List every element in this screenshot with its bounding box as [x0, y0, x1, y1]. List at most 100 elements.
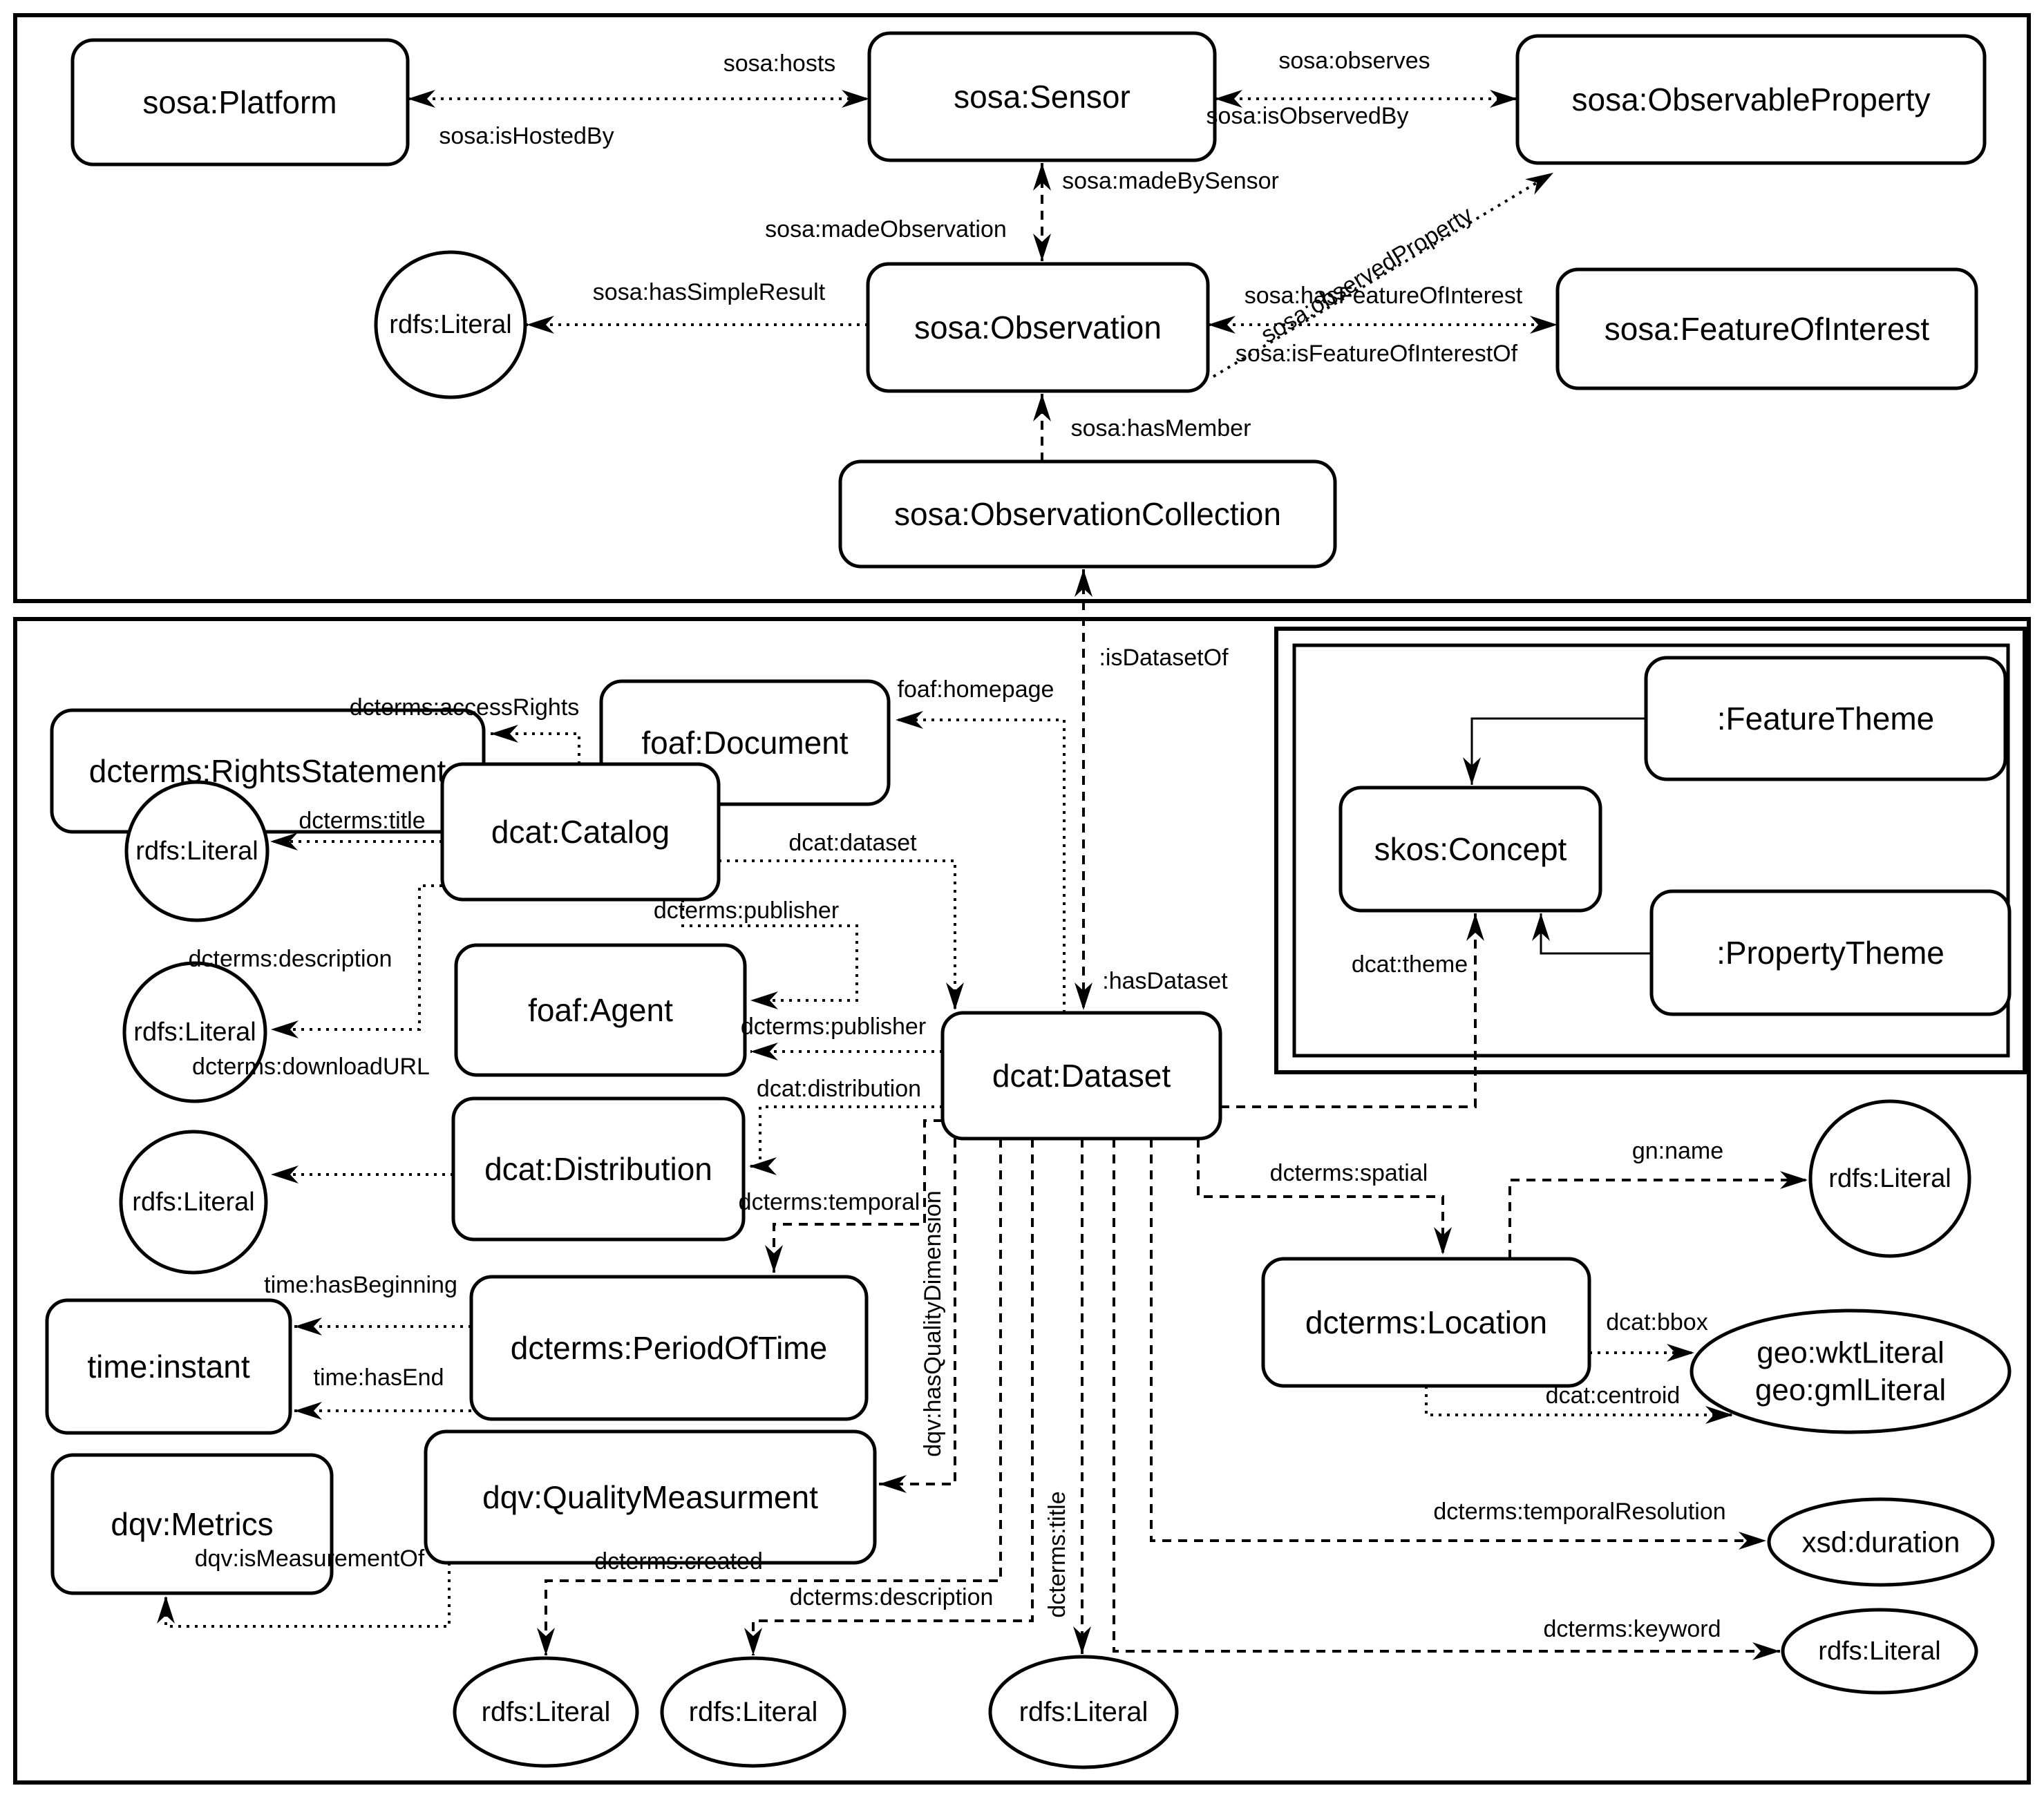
node-xsd-duration: xsd:duration — [1767, 1497, 1995, 1587]
node-dcterms-location: dcterms:Location — [1261, 1257, 1591, 1388]
node-label-dataset: dcat:Dataset — [992, 1058, 1171, 1094]
sosa-section-box — [13, 13, 2031, 603]
edge-label-has-simple-result: sosa:hasSimpleResult — [593, 279, 826, 305]
node-label-literal-catalog-description: rdfs:Literal — [133, 1018, 256, 1047]
edge-labels-layer: sosa:hosts sosa:isHostedBy sosa:observes… — [189, 48, 1726, 1642]
edge-label-is-feature-of-interest-of: sosa:isFeatureOfInterestOf — [1236, 341, 1518, 367]
edge-propertyTheme-concept — [1532, 913, 1652, 955]
node-label-platform: sosa:Platform — [142, 84, 337, 120]
node-label-location: dcterms:Location — [1305, 1304, 1547, 1340]
edge-temporalResolution — [1150, 1139, 1766, 1550]
edge-label-homepage: foaf:homepage — [898, 676, 1054, 703]
edge-label-has-beginning: time:hasBeginning — [264, 1272, 457, 1298]
dcat-section-box — [13, 617, 2031, 1785]
node-dcat-catalog: dcat:Catalog — [440, 762, 721, 902]
node-literal-download-url: rdfs:Literal — [119, 1130, 268, 1275]
edge-label-title-dataset: dcterms:title — [1044, 1491, 1070, 1617]
node-label-catalog: dcat:Catalog — [491, 814, 670, 850]
node-label-skos-concept: skos:Concept — [1374, 831, 1567, 867]
node-period-of-time: dcterms:PeriodOfTime — [469, 1275, 869, 1421]
node-geo-literal: geo:wktLiteral geo:gmlLiteral — [1690, 1309, 2012, 1434]
edge-label-has-dataset: :hasDataset — [1102, 968, 1228, 994]
node-label-time-instant: time:instant — [87, 1349, 249, 1385]
node-label-literal-created: rdfs:Literal — [482, 1697, 611, 1727]
edge-centroid — [1425, 1386, 1733, 1424]
node-sosa-platform: sosa:Platform — [70, 38, 410, 167]
node-property-theme: :PropertyTheme — [1649, 889, 2012, 1016]
edge-label-has-feature-of-interest: sosa:hasFeatureOfInterest — [1245, 283, 1523, 309]
edge-label-dcat-distribution: dcat:distribution — [757, 1076, 921, 1102]
edge-label-keyword: dcterms:keyword — [1544, 1616, 1721, 1642]
node-label-literal-keyword: rdfs:Literal — [1818, 1637, 1940, 1666]
node-literal-created: rdfs:Literal — [453, 1656, 639, 1768]
edge-theme — [1220, 913, 1484, 1108]
node-label-observable-property: sosa:ObservableProperty — [1571, 82, 1930, 117]
edge-publisher-catalog — [681, 900, 858, 1009]
edge-label-is-measurement-of: dqv:isMeasurementOf — [195, 1546, 425, 1572]
node-label-feature-of-interest: sosa:FeatureOfInterest — [1605, 311, 1930, 347]
node-literal-gn-name: rdfs:Literal — [1808, 1099, 1971, 1258]
edge-label-has-quality-dimension: dqv:hasQualityDimension — [920, 1190, 946, 1457]
node-foaf-agent: foaf:Agent — [454, 943, 747, 1077]
node-label-property-theme: :PropertyTheme — [1716, 935, 1944, 971]
edge-label-is-observed-by: sosa:isObservedBy — [1206, 103, 1409, 129]
edge-label-hosts: sosa:hosts — [723, 50, 836, 77]
node-dqv-quality-measurment: dqv:QualityMeasurment — [424, 1429, 877, 1565]
node-sosa-sensor: sosa:Sensor — [867, 31, 1217, 162]
edge-created — [537, 1139, 1002, 1655]
node-sosa-observable-property: sosa:ObservableProperty — [1515, 34, 1987, 165]
node-sosa-observation-collection: sosa:ObservationCollection — [838, 459, 1337, 569]
edge-label-centroid: dcat:centroid — [1546, 1382, 1681, 1409]
nodes-layer: sosa:Platform sosa:Sensor sosa:Observabl… — [45, 31, 2012, 1769]
edge-label-is-dataset-of: :isDatasetOf — [1099, 645, 1229, 671]
node-label-observation: sosa:Observation — [914, 310, 1162, 345]
edge-label-bbox: dcat:bbox — [1606, 1309, 1707, 1335]
themes-section-box-outer — [1274, 627, 2027, 1074]
edge-label-catalog-description: dcterms:description — [189, 946, 392, 972]
node-label-xsd-duration: xsd:duration — [1802, 1526, 1960, 1559]
edge-featureTheme-concept — [1463, 717, 1646, 785]
edge-label-made-observation: sosa:madeObservation — [765, 216, 1007, 243]
edge-label-spatial: dcterms:spatial — [1270, 1160, 1428, 1186]
edge-homepage — [896, 711, 1066, 1013]
node-skos-concept: skos:Concept — [1338, 786, 1602, 913]
node-label-literal-simple-result: rdfs:Literal — [389, 310, 511, 339]
edge-label-gn-name: gn:name — [1632, 1138, 1723, 1164]
node-time-instant: time:instant — [45, 1298, 292, 1435]
edge-label-access-rights: dcterms:accessRights — [350, 694, 580, 721]
node-literal-keyword: rdfs:Literal — [1781, 1608, 1978, 1695]
edge-label-has-end: time:hasEnd — [314, 1365, 444, 1391]
edge-label-observed-property: sosa:observedProperty — [1256, 202, 1477, 349]
edge-description-dataset — [744, 1139, 1034, 1655]
node-literal-catalog-title: rdfs:Literal — [124, 780, 269, 922]
node-label-literal-gn-name: rdfs:Literal — [1828, 1164, 1951, 1193]
edge-spatial — [1197, 1139, 1452, 1255]
node-literal-simple-result: rdfs:Literal — [374, 250, 527, 399]
edge-label-theme: dcat:theme — [1352, 951, 1468, 978]
node-label-literal-description: rdfs:Literal — [689, 1697, 818, 1727]
node-label-quality-measurment: dqv:QualityMeasurment — [482, 1479, 818, 1515]
edge-label-has-member: sosa:hasMember — [1071, 415, 1251, 441]
node-sosa-observation: sosa:Observation — [866, 262, 1210, 393]
edge-gn-name — [1508, 1171, 1808, 1259]
edge-label-publisher-dataset: dcterms:publisher — [741, 1014, 926, 1040]
edge-label-description-dataset: dcterms:description — [790, 1584, 994, 1610]
edge-label-is-hosted-by: sosa:isHostedBy — [439, 123, 614, 149]
edge-label-temporal: dcterms:temporal — [739, 1189, 920, 1215]
edge-label-download-url: dcterms:downloadURL — [192, 1054, 430, 1080]
edge-keyword — [1113, 1139, 1780, 1660]
edge-accessRights — [491, 725, 580, 764]
edge-label-created: dcterms:created — [594, 1548, 763, 1575]
edge-hasQualityDimension — [879, 1139, 956, 1493]
node-dcat-distribution: dcat:Distribution — [451, 1096, 746, 1242]
edge-label-publisher-catalog: dcterms:publisher — [654, 897, 839, 924]
node-label-literal-download-url: rdfs:Literal — [132, 1188, 254, 1217]
node-label-geo-literal-line1: geo:wktLiteral — [1757, 1336, 1944, 1370]
node-label-geo-literal-line2: geo:gmlLiteral — [1755, 1373, 1946, 1407]
edge-label-temporal-resolution: dcterms:temporalResolution — [1433, 1499, 1725, 1525]
edge-label-observes: sosa:observes — [1278, 48, 1430, 74]
node-sosa-feature-of-interest: sosa:FeatureOfInterest — [1555, 267, 1978, 390]
edge-label-made-by-sensor: sosa:madeBySensor — [1062, 168, 1279, 194]
node-label-rights-statement: dcterms:RightsStatement — [89, 753, 446, 789]
